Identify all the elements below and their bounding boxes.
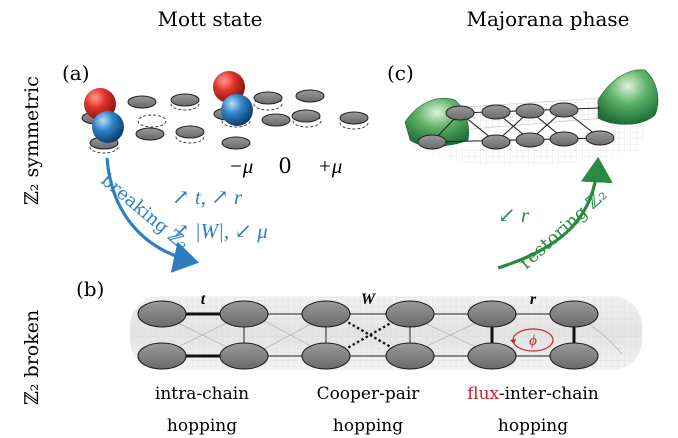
label-w: W bbox=[361, 291, 377, 308]
breaking-arrow bbox=[105, 157, 200, 273]
row-label-symmetric: ℤ₂ symmetric bbox=[21, 76, 43, 205]
caption-cooper-hopping: hopping bbox=[333, 416, 403, 436]
panel-label-a: (a) bbox=[62, 61, 90, 85]
label-t: t bbox=[201, 291, 206, 308]
lattice-site bbox=[339, 111, 369, 125]
row-label-broken: ℤ₂ broken bbox=[21, 310, 43, 405]
mott-lattice bbox=[81, 71, 369, 154]
panel-label-c: (c) bbox=[387, 61, 414, 85]
lattice-site bbox=[291, 109, 321, 123]
caption-flux-hopping: hopping bbox=[498, 416, 568, 436]
ladder-site bbox=[385, 300, 435, 328]
header-mott-state: Mott state bbox=[157, 7, 262, 31]
potential-label-minus-mu: −μ bbox=[229, 154, 254, 178]
majorana-site bbox=[445, 105, 475, 121]
lattice-site bbox=[221, 136, 251, 150]
restoring-label: restoring ℤ₂ bbox=[515, 184, 611, 273]
ladder-site bbox=[301, 342, 351, 370]
majorana-lattice bbox=[404, 69, 659, 167]
ladder-site bbox=[385, 342, 435, 370]
majorana-site bbox=[585, 130, 615, 146]
ladder-site bbox=[137, 342, 187, 370]
caption-inter-chain: -inter-chain bbox=[499, 384, 599, 404]
ladder-site bbox=[219, 300, 269, 328]
majorana-site bbox=[515, 132, 545, 148]
lattice-site bbox=[170, 93, 200, 107]
ladder-site bbox=[137, 300, 187, 328]
majorana-site bbox=[549, 102, 579, 118]
ladder-site bbox=[467, 342, 517, 370]
ladder-site bbox=[549, 342, 599, 370]
caption-flux-inter-chain: flux-inter-chain bbox=[467, 384, 599, 404]
majorana-site bbox=[549, 131, 579, 147]
ladder-site bbox=[467, 300, 517, 328]
lattice-site bbox=[295, 89, 325, 103]
label-phi: ϕ bbox=[529, 333, 537, 349]
lattice-site bbox=[253, 91, 283, 105]
ladder-site bbox=[219, 342, 269, 370]
header-majorana-phase: Majorana phase bbox=[467, 7, 630, 31]
majorana-site bbox=[481, 134, 511, 150]
particle-blue bbox=[92, 111, 124, 143]
caption-intra-chain: intra-chain bbox=[155, 384, 249, 404]
restoring-param: ↙ r bbox=[498, 203, 530, 227]
lattice-site bbox=[261, 113, 291, 127]
caption-flux-word: flux bbox=[467, 384, 499, 404]
restoring-arrow bbox=[497, 156, 613, 270]
panel-label-b: (b) bbox=[76, 277, 104, 301]
majorana-site bbox=[515, 103, 545, 119]
potential-label-zero: 0 bbox=[278, 154, 291, 178]
caption-intra-hopping: hopping bbox=[167, 416, 237, 436]
ladder-site bbox=[301, 300, 351, 328]
majorana-site bbox=[481, 104, 511, 120]
ladder-site bbox=[549, 300, 599, 328]
label-r: r bbox=[530, 291, 537, 308]
lattice-site bbox=[175, 125, 205, 139]
particle-blue bbox=[221, 94, 253, 126]
breaking-params-line1: ↗ t, ↗ r bbox=[172, 185, 243, 209]
caption-cooper-pair: Cooper-pair bbox=[317, 384, 421, 404]
ladder bbox=[130, 296, 642, 370]
potential-label-plus-mu: +μ bbox=[318, 154, 343, 178]
breaking-params-line2: ↗ |W|, ↙ μ bbox=[172, 219, 268, 243]
lattice-site bbox=[127, 95, 157, 109]
lattice-site bbox=[135, 127, 165, 141]
majorana-site bbox=[417, 134, 447, 150]
